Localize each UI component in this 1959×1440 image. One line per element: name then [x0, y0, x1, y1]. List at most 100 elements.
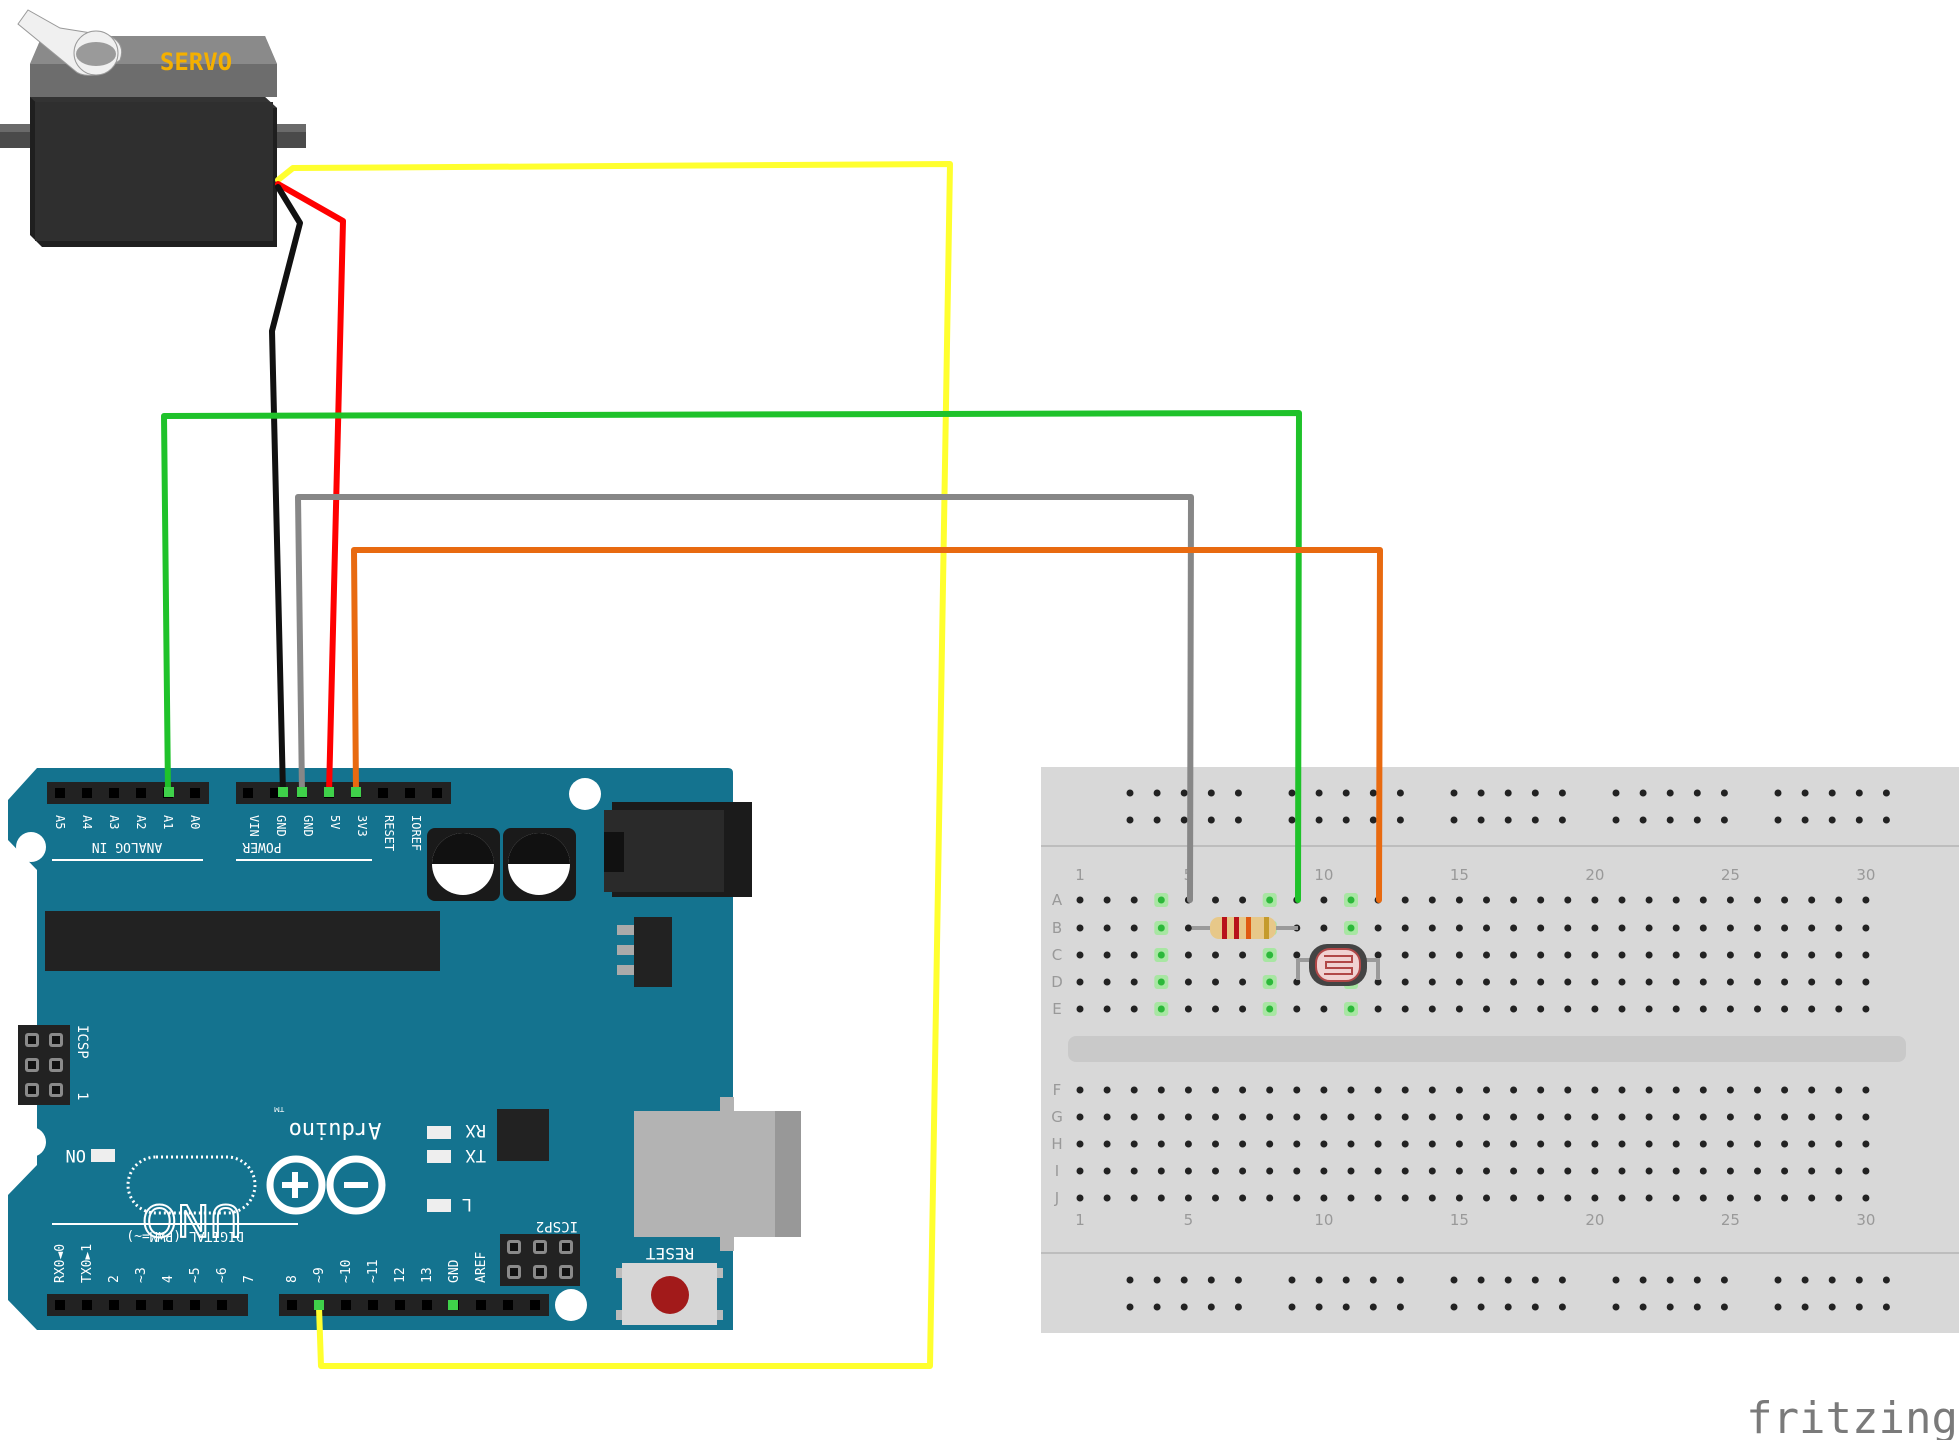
breadboard-hole[interactable]	[1374, 1167, 1382, 1175]
breadboard-hole[interactable]	[1672, 978, 1680, 986]
breadboard-hole[interactable]	[1862, 951, 1870, 959]
breadboard-hole[interactable]	[1428, 978, 1436, 986]
power-rail-hole[interactable]	[1396, 789, 1404, 797]
header-pin[interactable]	[503, 1300, 513, 1310]
breadboard-hole[interactable]	[1537, 1140, 1545, 1148]
breadboard-hole[interactable]	[1103, 1194, 1111, 1202]
breadboard-hole[interactable]	[1808, 1194, 1816, 1202]
power-rail-hole[interactable]	[1882, 1303, 1890, 1311]
breadboard-hole[interactable]	[1374, 1005, 1382, 1013]
power-rail-hole[interactable]	[1207, 789, 1215, 797]
breadboard-hole[interactable]	[1591, 1086, 1599, 1094]
breadboard-hole[interactable]	[1347, 1194, 1355, 1202]
breadboard-hole[interactable]	[1293, 1005, 1301, 1013]
breadboard-hole[interactable]	[1862, 896, 1870, 904]
power-rail-hole[interactable]	[1558, 789, 1566, 797]
breadboard-hole[interactable]	[1754, 1194, 1761, 1202]
breadboard-hole[interactable]	[1645, 1167, 1653, 1175]
header-pin[interactable]	[530, 1300, 540, 1310]
breadboard-hole[interactable]	[1428, 1005, 1436, 1013]
breadboard-hole[interactable]	[1239, 951, 1247, 959]
power-rail-hole[interactable]	[1720, 1276, 1728, 1284]
breadboard-hole[interactable]	[1103, 1113, 1111, 1121]
breadboard-hole[interactable]	[1726, 1167, 1734, 1175]
breadboard-hole[interactable]	[1076, 951, 1084, 959]
breadboard-hole[interactable]	[1510, 896, 1518, 904]
breadboard-hole[interactable]	[1076, 978, 1084, 986]
power-rail-hole[interactable]	[1666, 1276, 1674, 1284]
breadboard-hole[interactable]	[1726, 1005, 1734, 1013]
breadboard-hole[interactable]	[1537, 1113, 1545, 1121]
breadboard-hole[interactable]	[1347, 924, 1355, 932]
breadboard-hole[interactable]	[1347, 1005, 1355, 1013]
power-rail-hole[interactable]	[1477, 816, 1485, 824]
breadboard-hole[interactable]	[1510, 1005, 1518, 1013]
breadboard-hole[interactable]	[1591, 1113, 1599, 1121]
power-rail-hole[interactable]	[1882, 1276, 1890, 1284]
breadboard-hole[interactable]	[1401, 1113, 1409, 1121]
breadboard-hole[interactable]	[1591, 1167, 1599, 1175]
power-rail-hole[interactable]	[1855, 816, 1863, 824]
power-rail-hole[interactable]	[1612, 816, 1620, 824]
power-rail-hole[interactable]	[1342, 1303, 1350, 1311]
power-rail-hole[interactable]	[1450, 1303, 1458, 1311]
breadboard-hole[interactable]	[1320, 924, 1328, 932]
power-rail-hole[interactable]	[1126, 816, 1134, 824]
breadboard-hole[interactable]	[1483, 951, 1490, 959]
power-rail-hole[interactable]	[1828, 816, 1836, 824]
breadboard-hole[interactable]	[1699, 896, 1707, 904]
power-rail-hole[interactable]	[1153, 1276, 1161, 1284]
breadboard-hole[interactable]	[1645, 978, 1653, 986]
breadboard-hole[interactable]	[1754, 1005, 1761, 1013]
power-rail-hole[interactable]	[1342, 816, 1350, 824]
breadboard-hole[interactable]	[1754, 896, 1761, 904]
power-rail-hole[interactable]	[1774, 789, 1782, 797]
breadboard-hole[interactable]	[1537, 1086, 1545, 1094]
breadboard-hole[interactable]	[1781, 1086, 1789, 1094]
header-pin[interactable]	[190, 788, 200, 798]
breadboard-hole[interactable]	[1564, 1086, 1572, 1094]
breadboard-hole[interactable]	[1835, 951, 1843, 959]
breadboard-hole[interactable]	[1645, 1113, 1653, 1121]
header-pin[interactable]	[432, 788, 442, 798]
breadboard-hole[interactable]	[1266, 1167, 1274, 1175]
breadboard-hole[interactable]	[1455, 978, 1463, 986]
breadboard-hole[interactable]	[1537, 951, 1545, 959]
breadboard-hole[interactable]	[1672, 1113, 1680, 1121]
breadboard-hole[interactable]	[1320, 1194, 1328, 1202]
power-rail-hole[interactable]	[1369, 1276, 1377, 1284]
breadboard-hole[interactable]	[1428, 924, 1436, 932]
breadboard-hole[interactable]	[1455, 1005, 1463, 1013]
power-rail-hole[interactable]	[1558, 816, 1566, 824]
breadboard-hole[interactable]	[1347, 1140, 1355, 1148]
power-rail-hole[interactable]	[1801, 789, 1809, 797]
breadboard-hole[interactable]	[1754, 924, 1761, 932]
breadboard-hole[interactable]	[1130, 1194, 1138, 1202]
breadboard-hole[interactable]	[1781, 951, 1789, 959]
breadboard-hole[interactable]	[1591, 1005, 1599, 1013]
breadboard-hole[interactable]	[1591, 924, 1599, 932]
header-pin[interactable]	[395, 1300, 405, 1310]
breadboard-hole[interactable]	[1699, 1140, 1707, 1148]
breadboard-hole[interactable]	[1591, 978, 1599, 986]
breadboard-hole[interactable]	[1103, 896, 1111, 904]
breadboard-hole[interactable]	[1266, 1113, 1274, 1121]
breadboard-hole[interactable]	[1835, 1005, 1843, 1013]
power-rail-hole[interactable]	[1828, 1303, 1836, 1311]
breadboard-hole[interactable]	[1537, 1194, 1545, 1202]
breadboard-hole[interactable]	[1212, 1167, 1219, 1175]
breadboard-hole[interactable]	[1347, 1167, 1355, 1175]
power-rail-hole[interactable]	[1369, 1303, 1377, 1311]
power-rail-hole[interactable]	[1774, 816, 1782, 824]
breadboard-hole[interactable]	[1239, 1167, 1247, 1175]
breadboard-hole[interactable]	[1347, 1086, 1355, 1094]
power-rail-hole[interactable]	[1720, 816, 1728, 824]
breadboard-hole[interactable]	[1808, 1005, 1816, 1013]
breadboard-hole[interactable]	[1239, 978, 1247, 986]
breadboard-hole[interactable]	[1239, 1140, 1247, 1148]
breadboard-hole[interactable]	[1455, 1140, 1463, 1148]
breadboard-hole[interactable]	[1130, 1005, 1138, 1013]
power-rail-hole[interactable]	[1288, 816, 1296, 824]
breadboard-hole[interactable]	[1591, 896, 1599, 904]
breadboard-hole[interactable]	[1266, 1194, 1274, 1202]
